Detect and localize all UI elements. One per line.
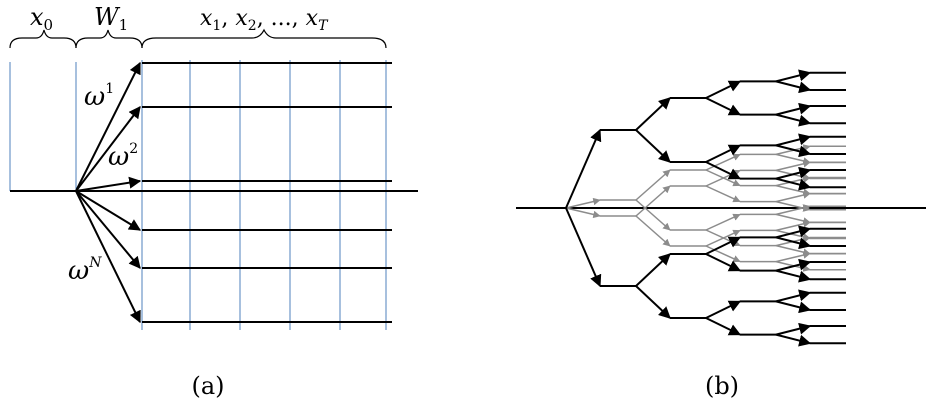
tree-arrow [775,113,812,127]
tree-arrow [635,285,671,319]
tree-arrow [705,213,741,231]
tree-arrow [705,80,742,99]
tree-arrow [775,289,812,303]
tree-arrow [775,258,812,272]
tree-arrow [705,253,742,272]
tree-arrow [775,133,812,147]
tree-arrow [635,215,671,247]
tree-arrow [705,317,742,336]
stage-grid-lines [9,60,387,330]
tree-arrow [565,207,601,219]
scenario-arrow [75,61,141,192]
tree-arrow [775,229,811,241]
scenario-arrow [75,106,141,192]
label-x1-to-xT: x1, x2, ..., xT [200,6,329,34]
scenario-arrow [75,190,141,324]
tree-arrow [565,197,601,209]
tree-arrow [775,213,811,225]
tree-arrow [775,80,812,94]
tree-arrow [705,144,742,163]
tree-arrow [705,97,742,116]
omega-1-label: ω1 [84,81,114,112]
panel-b-scenario-tree: (b) [516,69,926,400]
tree-arrow [705,300,742,319]
tree-arrow [775,175,811,187]
tree-arrow [705,161,742,180]
brace-x1-xT [141,28,387,49]
scenario-fan [75,61,392,324]
scenario-arrow [75,176,142,192]
tree-arrow [775,69,812,83]
tree-arrow [775,153,811,165]
tree-arrow [775,177,812,191]
tree-arrow [775,200,811,212]
tree-arrow [705,185,741,203]
tree-arrow [775,333,812,347]
tree-arrow [635,199,671,231]
tree-arrow [775,225,812,239]
tree-arrow [775,322,812,336]
tree-arrow [775,251,811,263]
tree-arrow [635,169,671,201]
tree-arrow [775,102,812,116]
tree-arrow [775,191,811,203]
tree-arrow [775,244,811,256]
outer-tree-branches [565,69,846,347]
scenario-arrow [75,190,142,231]
tree-arrow [565,128,602,209]
scenario-arrow [75,190,141,269]
panel-a-fan-diagram: x0 W1 x1, x2, ..., xT ω1 ω2 ωN (a) [9,3,418,400]
tree-arrow [635,97,671,131]
label-w1: W1 [94,3,128,34]
tree-arrow [705,245,741,263]
tree-arrow [635,253,671,287]
tree-arrow [775,166,812,180]
tree-arrow [775,160,811,172]
tree-arrow [705,229,741,247]
brace-x0 [9,29,77,49]
tree-arrow [565,207,602,288]
brace-w1 [75,29,143,49]
tree-arrow [705,153,741,171]
tree-arrow [775,220,811,232]
caption-a: (a) [191,372,224,400]
omega-n-label: ωN [68,255,102,286]
tree-arrow [775,300,812,314]
tree-arrow [635,129,671,163]
tree-arrow [775,236,812,250]
tree-arrow [705,236,742,255]
tree-arrow [775,144,812,158]
caption-b: (b) [705,372,739,400]
tree-arrow [635,185,671,217]
label-x0: x0 [30,3,53,34]
tree-arrow [775,269,812,283]
omega-2-label: ω2 [108,141,138,172]
